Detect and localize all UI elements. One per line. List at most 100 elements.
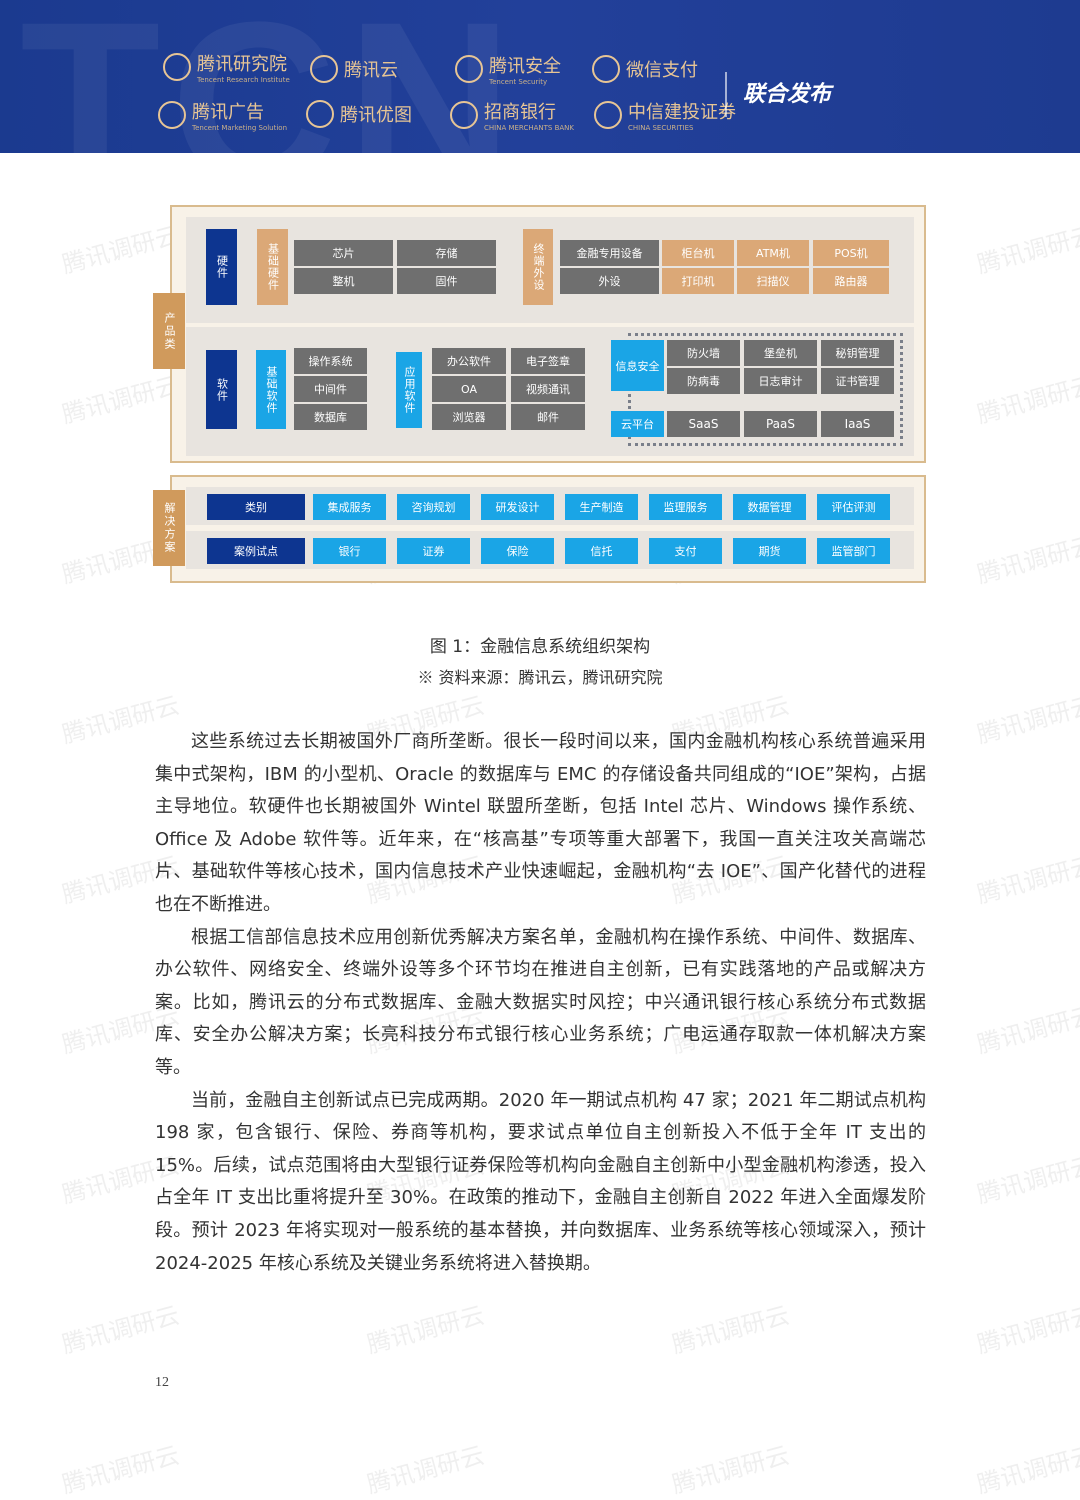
logo-name: 中信建投证券 bbox=[628, 102, 736, 123]
solution-category-cell: 生产制造 bbox=[565, 494, 638, 520]
logo-icon bbox=[450, 101, 478, 129]
partner-logo: 腾讯优图 bbox=[306, 100, 412, 128]
product-category-tab: 产品类 bbox=[153, 293, 185, 369]
watermark: 腾讯调研云 bbox=[59, 1440, 183, 1499]
solution-category-cell: 咨询规划 bbox=[397, 494, 470, 520]
logo-name: 腾讯优图 bbox=[340, 105, 412, 126]
terminal-peripheral-label: 终端外设 bbox=[523, 229, 553, 305]
logo-subtitle: Tencent Security bbox=[489, 78, 548, 86]
cloud-platform-cell: SaaS bbox=[667, 411, 740, 437]
solution-category-cell: 数据管理 bbox=[733, 494, 806, 520]
logo-icon bbox=[592, 55, 620, 83]
hardware-cell: 固件 bbox=[397, 268, 496, 294]
terminal-cell: 柜台机 bbox=[662, 240, 734, 266]
logo-subtitle: Tencent Marketing Solution bbox=[192, 124, 288, 132]
watermark: 腾讯调研云 bbox=[59, 1300, 183, 1359]
info-security-cell: 日志审计 bbox=[744, 368, 817, 394]
terminal-cell: 金融专用设备 bbox=[560, 240, 659, 266]
paragraph: 这些系统过去长期被国外厂商所垄断。很长一段时间以来，国内金融机构核心系统普遍采用… bbox=[155, 731, 926, 915]
solution-case-cell: 证券 bbox=[397, 538, 470, 564]
logo-icon bbox=[306, 100, 334, 128]
watermark: 腾讯调研云 bbox=[59, 370, 183, 429]
joint-release-label: 联合发布 bbox=[743, 82, 832, 107]
logo-icon bbox=[163, 53, 191, 81]
cloud-platform-cell: IaaS bbox=[821, 411, 894, 437]
basic-hardware-label: 基础硬件 bbox=[257, 229, 288, 305]
logo-name: 腾讯研究院 bbox=[197, 54, 287, 75]
terminal-cell: POS机 bbox=[813, 240, 889, 266]
hardware-label: 硬件 bbox=[206, 229, 237, 305]
figure-source: ※ 资料来源：腾讯云，腾讯研究院 bbox=[417, 668, 663, 687]
application-software-cell: 邮件 bbox=[511, 404, 585, 430]
watermark: 腾讯调研云 bbox=[974, 220, 1080, 279]
application-software-cell: 视频通讯 bbox=[511, 376, 585, 402]
solution-category-cell: 类别 bbox=[207, 494, 305, 520]
header-bg-letters: TCN bbox=[20, 0, 523, 231]
watermark: 腾讯调研云 bbox=[364, 1300, 488, 1359]
partner-logo: 腾讯云 bbox=[310, 55, 398, 83]
watermark: 腾讯调研云 bbox=[669, 1440, 793, 1499]
watermark: 腾讯调研云 bbox=[974, 1150, 1080, 1209]
solution-case-cell: 支付 bbox=[649, 538, 722, 564]
application-software-cell: OA bbox=[432, 376, 506, 402]
solution-case-cell: 银行 bbox=[313, 538, 386, 564]
logo-name: 腾讯安全 bbox=[489, 56, 561, 77]
cloud-platform-label: 云平台 bbox=[611, 411, 664, 437]
solution-case-cell: 信托 bbox=[565, 538, 638, 564]
hardware-cell: 芯片 bbox=[294, 240, 393, 266]
paragraph: 根据工信部信息技术应用创新优秀解决方案名单，金融机构在操作系统、中间件、数据库、… bbox=[155, 926, 926, 1078]
solution-category-cell: 监理服务 bbox=[649, 494, 722, 520]
application-software-cell: 电子签章 bbox=[511, 348, 585, 374]
application-software-cell: 浏览器 bbox=[432, 404, 506, 430]
logo-name: 招商银行 bbox=[484, 102, 556, 123]
info-security-label: 信息安全 bbox=[611, 340, 664, 391]
logo-icon bbox=[310, 55, 338, 83]
watermark: 腾讯调研云 bbox=[364, 1440, 488, 1499]
application-software-label: 应用软件 bbox=[396, 352, 422, 428]
watermark: 腾讯调研云 bbox=[974, 530, 1080, 589]
solution-category-tab: 解决方案 bbox=[153, 490, 185, 566]
basic-software-label: 基础软件 bbox=[256, 350, 286, 429]
terminal-cell: 外设 bbox=[560, 268, 659, 294]
watermark: 腾讯调研云 bbox=[974, 1000, 1080, 1059]
application-software-cell: 办公软件 bbox=[432, 348, 506, 374]
solution-case-cell: 案例试点 bbox=[207, 538, 305, 564]
solution-category-cell: 评估评测 bbox=[817, 494, 890, 520]
basic-software-cell: 数据库 bbox=[294, 404, 367, 430]
solution-category-cell: 研发设计 bbox=[481, 494, 554, 520]
hardware-cell: 存储 bbox=[397, 240, 496, 266]
watermark: 腾讯调研云 bbox=[669, 1300, 793, 1359]
terminal-cell: ATM机 bbox=[737, 240, 809, 266]
watermark: 腾讯调研云 bbox=[974, 1440, 1080, 1499]
solution-case-cell: 期货 bbox=[733, 538, 806, 564]
terminal-cell: 打印机 bbox=[662, 268, 734, 294]
figure-caption: 图 1：金融信息系统组织架构 bbox=[429, 637, 651, 657]
body-text: 这些系统过去长期被国外厂商所垄断。很长一段时间以来，国内金融机构核心系统普遍采用… bbox=[155, 726, 926, 1280]
paragraph: 当前，金融自主创新试点已完成两期。2020 年一期试点机构 47 家；2021 … bbox=[155, 1089, 926, 1274]
logo-subtitle: CHINA MERCHANTS BANK bbox=[484, 124, 574, 132]
header-divider bbox=[725, 72, 727, 117]
terminal-cell: 扫描仪 bbox=[737, 268, 809, 294]
logo-icon bbox=[158, 101, 186, 129]
logo-icon bbox=[455, 55, 483, 83]
logo-name: 腾讯云 bbox=[344, 60, 398, 81]
logo-subtitle: CHINA SECURITIES bbox=[628, 124, 694, 132]
basic-software-cell: 中间件 bbox=[294, 376, 367, 402]
logo-name: 微信支付 bbox=[626, 60, 698, 81]
basic-software-cell: 操作系统 bbox=[294, 348, 367, 374]
info-security-cell: 证书管理 bbox=[821, 368, 894, 394]
info-security-cell: 防病毒 bbox=[667, 368, 740, 394]
solution-case-cell: 保险 bbox=[481, 538, 554, 564]
solution-case-cell: 监管部门 bbox=[817, 538, 890, 564]
logo-name: 腾讯广告 bbox=[192, 102, 264, 123]
logo-subtitle: Tencent Research Institute bbox=[197, 76, 290, 84]
software-label: 软件 bbox=[206, 350, 237, 429]
terminal-cell: 路由器 bbox=[813, 268, 889, 294]
info-security-cell: 防火墙 bbox=[667, 340, 740, 366]
info-security-cell: 堡垒机 bbox=[744, 340, 817, 366]
